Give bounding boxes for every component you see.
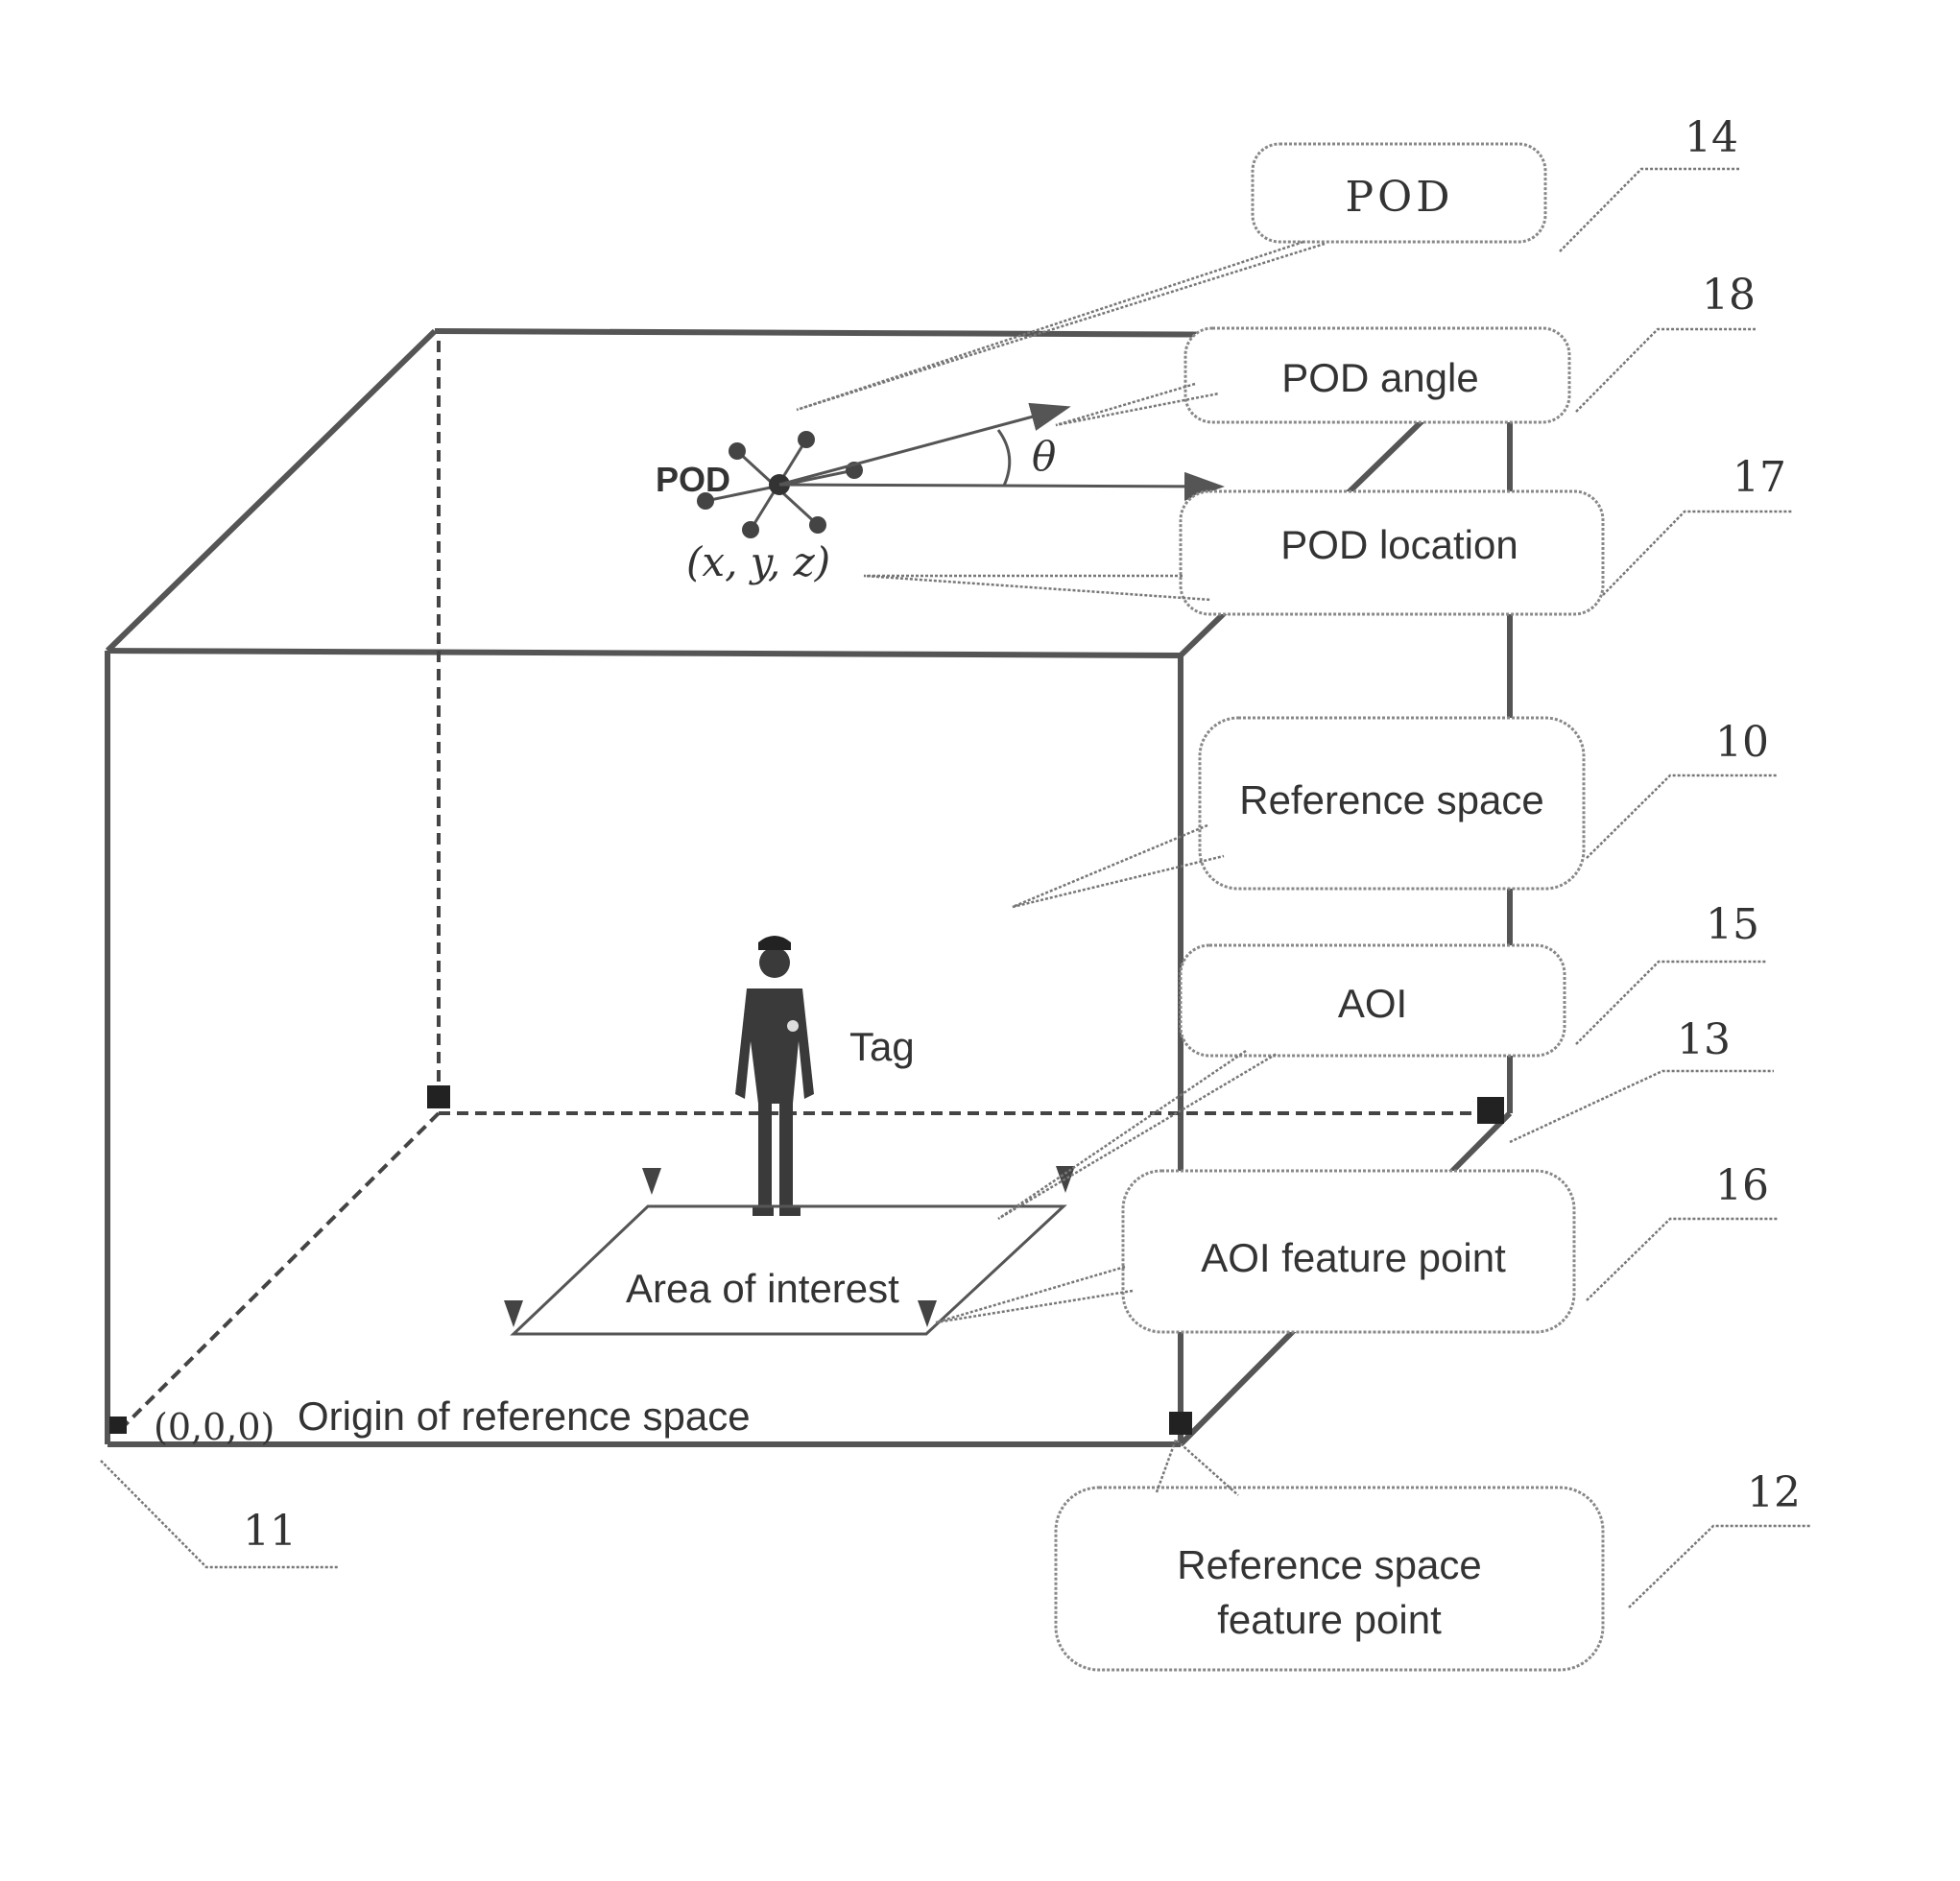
- ref-feature-point-label-line1: Reference space: [1177, 1542, 1482, 1587]
- pod-heading-arrow: [779, 408, 1065, 485]
- theta-symbol: θ: [1032, 433, 1056, 480]
- numeral-17: 17: [1733, 453, 1786, 502]
- numeral-15: 15: [1706, 900, 1759, 949]
- ref-feature-point-label-line2: feature point: [1217, 1597, 1442, 1642]
- pod-device: [697, 408, 1219, 538]
- person-figure: [735, 936, 814, 1216]
- tag-badge: [787, 1020, 799, 1032]
- pod-callout-text: POD: [1346, 173, 1454, 222]
- cube-top-front-edge: [108, 651, 1181, 655]
- pod-angle-arc: [998, 430, 1010, 486]
- numeral-13: 13: [1677, 1015, 1731, 1064]
- aoi-feature-point-1: [642, 1168, 661, 1195]
- origin-label: Origin of reference space: [298, 1393, 751, 1439]
- aoi-label: AOI: [1338, 981, 1407, 1026]
- origin-coordinates: (0,0,0): [154, 1406, 275, 1448]
- cube-top-left-edge: [108, 331, 435, 651]
- feature-point-origin: [109, 1417, 127, 1434]
- aoi-feature-point-4: [918, 1300, 937, 1327]
- feature-point-back-left: [427, 1085, 450, 1108]
- numeral-11: 11: [243, 1507, 297, 1556]
- pod-marker-label: POD: [656, 460, 730, 499]
- pod-angle-label: POD angle: [1281, 355, 1478, 400]
- pod-reference-arrow: [779, 485, 1219, 487]
- tag-label: Tag: [849, 1024, 915, 1069]
- numeral-18: 18: [1702, 271, 1756, 320]
- numeral-16: 16: [1715, 1161, 1769, 1210]
- numeral-12: 12: [1747, 1468, 1801, 1517]
- aoi-feature-point-label: AOI feature point: [1201, 1235, 1506, 1280]
- numeral-10: 10: [1715, 718, 1769, 767]
- feature-point-back-right: [1477, 1097, 1504, 1124]
- reference-space-label: Reference space: [1239, 777, 1544, 822]
- numeral-14: 14: [1685, 113, 1738, 162]
- pod-location-label: POD location: [1280, 522, 1518, 567]
- cube-hidden-left-bottom-edge: [120, 1113, 439, 1430]
- aoi-feature-point-3: [504, 1300, 523, 1327]
- area-of-interest-label: Area of interest: [626, 1266, 899, 1311]
- pod-coordinates: (x, y, z): [686, 538, 830, 585]
- feature-point-front-right: [1169, 1412, 1192, 1435]
